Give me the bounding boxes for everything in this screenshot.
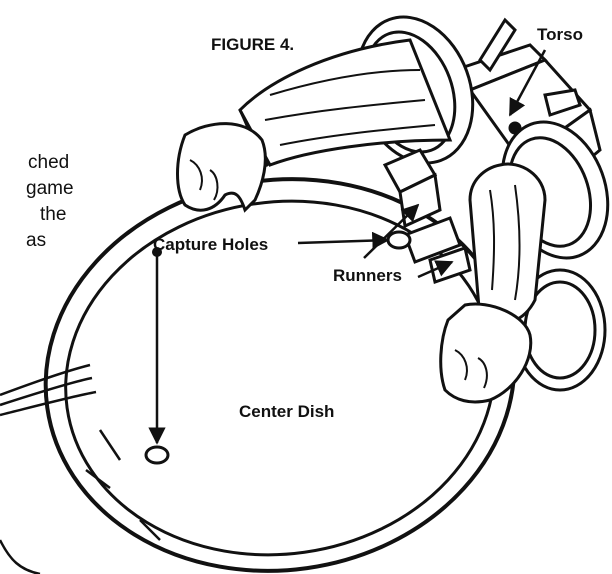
capture-holes-label: Capture Holes (153, 235, 268, 254)
side-text-line-4: as (26, 230, 46, 251)
center-dish-label: Center Dish (239, 402, 334, 421)
side-text-line-3: the (40, 204, 66, 225)
left-hand (178, 124, 266, 211)
right-arm (470, 164, 545, 324)
capture-hole-runner (388, 232, 410, 248)
side-text-line-1: ched (28, 152, 69, 173)
left-margin-text: ched game the as (26, 152, 74, 251)
torso-label: Torso (537, 25, 583, 44)
side-text-line-2: game (26, 178, 74, 199)
figure-title: FIGURE 4. (211, 35, 294, 54)
runners-label: Runners (333, 266, 402, 285)
capture-holes-arrow-right (298, 240, 388, 243)
right-hand (441, 304, 531, 402)
runners (385, 150, 470, 282)
capture-hole-lower (146, 447, 168, 463)
